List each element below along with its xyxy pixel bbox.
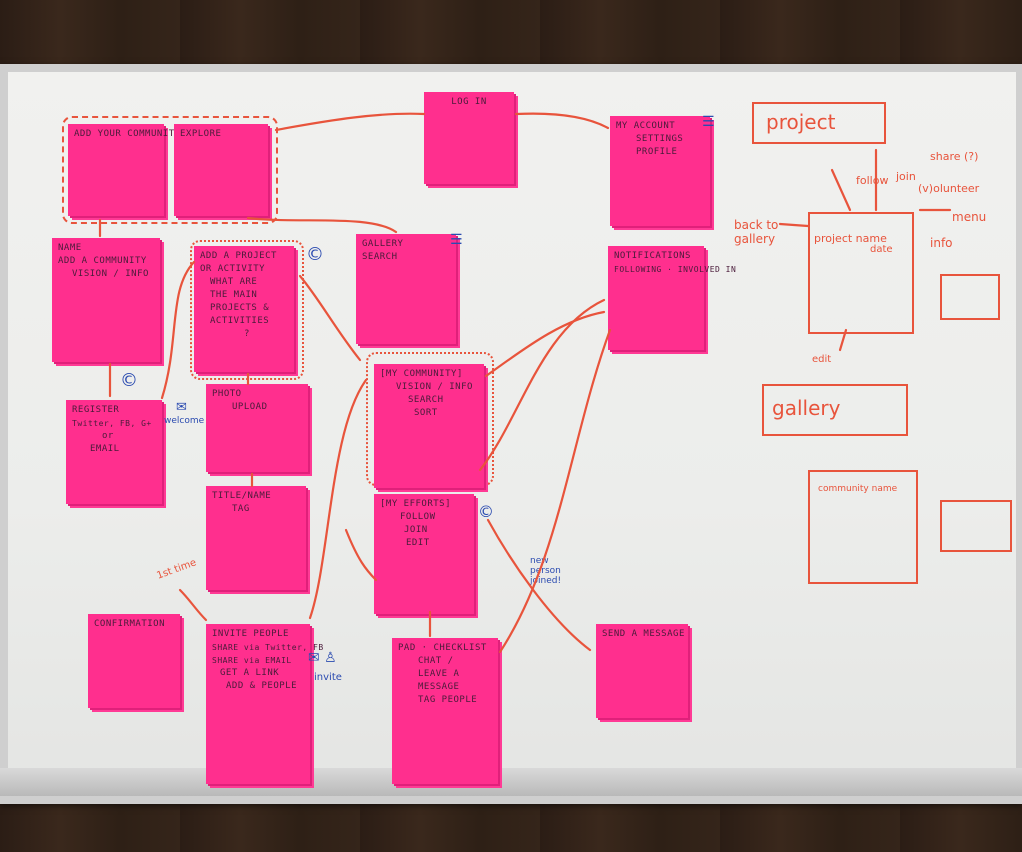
note-text: MY ACCOUNT [616, 121, 676, 131]
note-text: CHAT / [418, 656, 454, 666]
note-text: GALLERY [362, 239, 404, 249]
note-text: REGISTER [72, 405, 120, 415]
note-text: NOTIFICATIONS [614, 251, 691, 261]
sticky-confirmation: CONFIRMATION [88, 614, 180, 708]
note-text: [MY EFFORTS] [380, 499, 452, 509]
note-text: VISION / INFO [72, 269, 149, 279]
note-text: TITLE/NAME [212, 491, 272, 501]
note-text: LOG IN [451, 97, 487, 107]
sticky-my-community: [MY COMMUNITY] VISION / INFO SEARCH SORT [374, 364, 484, 488]
menu-label: menu [952, 210, 987, 224]
sticky-send-message: SEND A MESSAGE [596, 624, 688, 718]
date-label: date [870, 244, 893, 255]
note-text: PAD · CHECKLIST [398, 643, 487, 653]
person-icon: ✉ ♙ [308, 650, 337, 666]
note-text: SORT [414, 408, 438, 418]
hamburger-icon: ☰ [450, 232, 463, 248]
sticky-title: TITLE/NAME TAG [206, 486, 306, 590]
note-text: ADD A PROJECT [200, 251, 277, 261]
note-text: Twitter, FB, G+ [72, 419, 152, 428]
note-text: SHARE via EMAIL [212, 656, 292, 665]
project-title: project [766, 110, 836, 134]
back-to-gallery-label: back to gallery [734, 218, 779, 246]
note-text: PHOTO [212, 389, 242, 399]
project-name-label: project name [814, 232, 887, 245]
note-text: ADD YOUR COMMUNITY [74, 129, 181, 139]
note-text: EXPLORE [180, 129, 222, 139]
follow-label: follow [856, 174, 889, 187]
note-text: ADD & PEOPLE [226, 681, 298, 691]
envelope-icon: ✉ [176, 400, 187, 415]
sticky-log-in: LOG IN [424, 92, 514, 184]
note-text: SEARCH [408, 395, 444, 405]
note-text: FOLLOW [400, 512, 436, 522]
note-text: NAME [58, 243, 82, 253]
sticky-pad: PAD · CHECKLIST CHAT / LEAVE A MESSAGE T… [392, 638, 498, 784]
c-mark-icon: © [120, 370, 138, 391]
sticky-add-community: ADD YOUR COMMUNITY [68, 124, 181, 216]
note-text: FOLLOWING · INVOLVED IN [614, 265, 737, 274]
note-text: ? [244, 329, 250, 339]
note-text: EMAIL [90, 444, 120, 454]
note-text: UPLOAD [232, 402, 268, 412]
sticky-explore: EXPLORE [174, 124, 268, 216]
sticky-invite: INVITE PEOPLE SHARE via Twitter, FB SHAR… [206, 624, 324, 784]
sticky-notifications: NOTIFICATIONS FOLLOWING · INVOLVED IN [608, 246, 737, 350]
note-text: MESSAGE [418, 682, 460, 692]
new-person-joined-annotation: new person joined! [530, 556, 562, 586]
info-label: info [930, 236, 953, 250]
community-name-label: community name [818, 484, 898, 494]
welcome-annotation: welcome [164, 416, 205, 426]
note-text: JOIN [404, 525, 428, 535]
note-text: ACTIVITIES [210, 316, 270, 326]
note-text: SHARE via Twitter, FB [212, 643, 324, 652]
image-thumbnail-sketch [940, 274, 1000, 320]
note-text: THE MAIN [210, 290, 258, 300]
project-title-box: project [752, 102, 886, 144]
sticky-photo: PHOTO UPLOAD [206, 384, 308, 472]
sticky-add-project: ADD A PROJECT OR ACTIVITY WHAT ARE THE M… [194, 246, 294, 372]
gallery-title: gallery [772, 396, 841, 420]
note-text: or [102, 431, 114, 441]
note-text: TAG [232, 504, 250, 514]
note-text: SEND A MESSAGE [602, 629, 685, 639]
note-text: OR ACTIVITY [200, 264, 266, 274]
sticky-my-account: MY ACCOUNT SETTINGS PROFILE [610, 116, 710, 226]
marker-tray [0, 768, 1022, 796]
sticky-my-efforts: [MY EFFORTS] FOLLOW JOIN EDIT [374, 494, 474, 614]
note-text: VISION / INFO [396, 382, 473, 392]
volunteer-label: (v)olunteer [918, 182, 980, 195]
project-wireframe: project name date [808, 212, 914, 334]
note-text: INVITE PEOPLE [212, 629, 289, 639]
join-label: join [896, 170, 916, 183]
note-text: ADD A COMMUNITY [58, 256, 147, 266]
c-mark-icon: © [306, 244, 324, 265]
note-text: SETTINGS [636, 134, 684, 144]
c-mark-icon: © [478, 502, 494, 521]
gallery-title-box: gallery [762, 384, 908, 436]
sticky-gallery: GALLERY SEARCH [356, 234, 456, 344]
note-text: TAG PEOPLE [418, 695, 478, 705]
gallery-wireframe: community name [808, 470, 918, 584]
note-text: CONFIRMATION [94, 619, 166, 629]
note-text: PROFILE [636, 147, 678, 157]
note-text: EDIT [406, 538, 430, 548]
share-label: share (?) [930, 150, 979, 163]
hamburger-icon: ☰ [702, 114, 715, 130]
note-text: WHAT ARE [210, 277, 258, 287]
sticky-register: REGISTER Twitter, FB, G+ or EMAIL [66, 400, 162, 504]
note-text: LEAVE A [418, 669, 460, 679]
note-text: GET A LINK [220, 668, 280, 678]
invite-annotation: invite [314, 672, 342, 683]
note-text: [MY COMMUNITY] [380, 369, 463, 379]
edit-label: edit [812, 354, 832, 365]
note-text: PROJECTS & [210, 303, 270, 313]
note-text: SEARCH [362, 252, 398, 262]
grid-thumbnail-sketch [940, 500, 1012, 552]
entry-group-outline [62, 116, 278, 224]
sticky-name: NAME ADD A COMMUNITY VISION / INFO [52, 238, 160, 362]
